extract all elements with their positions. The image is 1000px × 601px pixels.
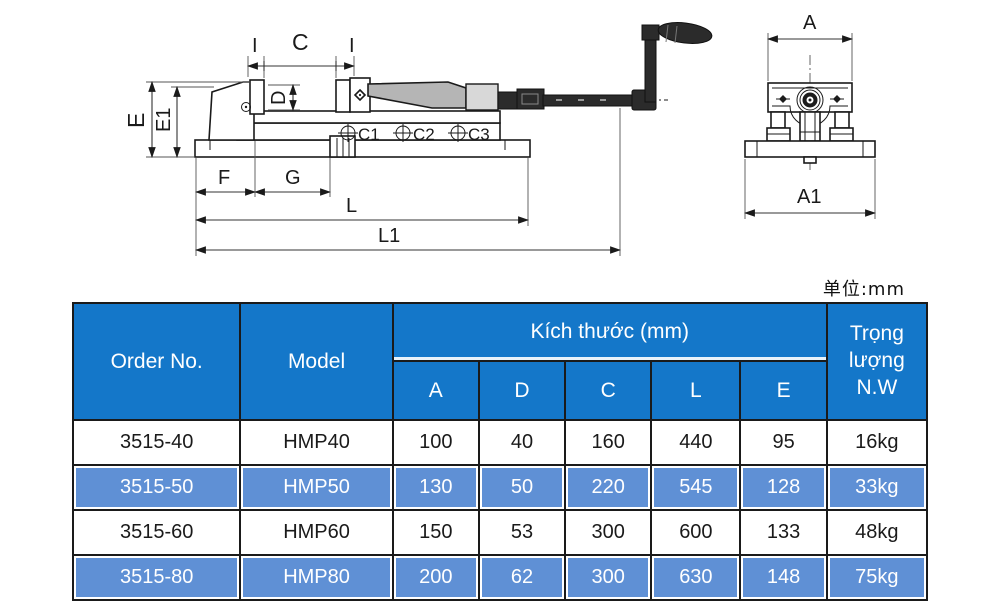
cell-d: 53 xyxy=(477,509,567,556)
header-row-dims: A D C L E xyxy=(73,360,927,421)
dim-label-d: D xyxy=(268,91,290,105)
technical-drawing: C1 C2 C3 xyxy=(123,12,877,256)
cell-nw: 16kg xyxy=(825,419,929,466)
dim-label-c: C xyxy=(292,29,309,55)
col-header-dimensions-group: Kích thước (mm) xyxy=(391,302,828,362)
cell-l: 600 xyxy=(650,509,742,556)
cell-a: 130 xyxy=(391,464,480,511)
col-header-dim-d: D xyxy=(477,360,567,421)
cell-nw: 75kg xyxy=(825,554,929,601)
col-header-dim-c: C xyxy=(564,360,653,421)
c-hole-symbols xyxy=(338,124,468,142)
dim-label-g: G xyxy=(285,167,301,189)
cell-e: 133 xyxy=(739,509,828,556)
cell-order-no: 3515-50 xyxy=(71,464,242,511)
col-header-dim-l: L xyxy=(650,360,742,421)
dim-label-i-left: I xyxy=(252,35,258,57)
cell-order-no: 3515-60 xyxy=(71,509,242,556)
dim-label-e1: E1 xyxy=(153,108,175,132)
cell-nw: 48kg xyxy=(825,509,929,556)
weight-line-3: N.W xyxy=(856,375,898,399)
cell-model: HMP40 xyxy=(239,419,394,466)
cell-c: 160 xyxy=(564,419,653,466)
cell-model: HMP80 xyxy=(239,554,394,601)
dim-label-l: L xyxy=(346,195,357,217)
cell-a: 150 xyxy=(391,509,480,556)
cell-c: 300 xyxy=(564,509,653,556)
cell-model: HMP50 xyxy=(239,464,394,511)
col-header-dim-a: A xyxy=(391,360,480,421)
table-row-hmp60: 3515-60 HMP60 150 53 300 600 133 48kg xyxy=(71,509,929,556)
cell-nw: 33kg xyxy=(825,464,929,511)
table-row-hmp50: 3515-50 HMP50 130 50 220 545 128 33kg xyxy=(71,464,929,511)
cell-e: 148 xyxy=(739,554,828,601)
cell-d: 50 xyxy=(477,464,567,511)
dim-label-e: E xyxy=(123,113,149,128)
header-row-top: Order No. Model Kích thước (mm) Trọng lư… xyxy=(71,302,929,421)
dim-label-i-right: I xyxy=(349,35,355,57)
crank-handle xyxy=(631,22,713,111)
dim-label-l1: L1 xyxy=(378,225,400,247)
dim-label-c2: C2 xyxy=(413,125,435,144)
table-row-hmp40: 3515-40 HMP40 100 40 160 440 95 16kg xyxy=(71,419,929,466)
weight-line-2: lượng xyxy=(848,349,905,373)
cell-l: 440 xyxy=(650,419,742,466)
cell-a: 200 xyxy=(391,554,480,601)
dim-label-c1: C1 xyxy=(358,125,380,144)
cell-order-no: 3515-80 xyxy=(71,554,242,601)
cell-e: 128 xyxy=(739,464,828,511)
unit-note: 单位:mm xyxy=(822,279,905,300)
dim-label-f: F xyxy=(218,167,230,189)
dimension-lines: I C I D E E1 F G L L1 A xyxy=(123,12,877,256)
spec-table: Order No. Model Kích thước (mm) Trọng lư… xyxy=(71,302,929,601)
vise-end-view xyxy=(744,55,876,170)
dim-label-c3: C3 xyxy=(468,125,490,144)
dim-label-a1: A1 xyxy=(797,186,821,208)
cell-d: 40 xyxy=(477,419,567,466)
dim-label-a: A xyxy=(803,12,817,34)
cell-l: 630 xyxy=(650,554,742,601)
vise-side-view: C1 C2 C3 xyxy=(194,77,668,158)
cell-e: 95 xyxy=(739,419,828,466)
weight-line-1: Trọng xyxy=(849,322,904,346)
cell-l: 545 xyxy=(650,464,742,511)
cell-model: HMP60 xyxy=(239,509,394,556)
col-header-dim-e: E xyxy=(739,360,828,421)
col-header-order-no: Order No. xyxy=(71,302,242,421)
cell-c: 300 xyxy=(564,554,653,601)
col-header-weight: Trọng lượng N.W xyxy=(825,302,929,421)
cell-d: 62 xyxy=(477,554,567,601)
col-header-model: Model xyxy=(239,302,394,421)
cell-c: 220 xyxy=(564,464,653,511)
cell-order-no: 3515-40 xyxy=(71,419,242,466)
cell-a: 100 xyxy=(391,419,480,466)
table-row-hmp80: 3515-80 HMP80 200 62 300 630 148 75kg xyxy=(71,554,929,601)
